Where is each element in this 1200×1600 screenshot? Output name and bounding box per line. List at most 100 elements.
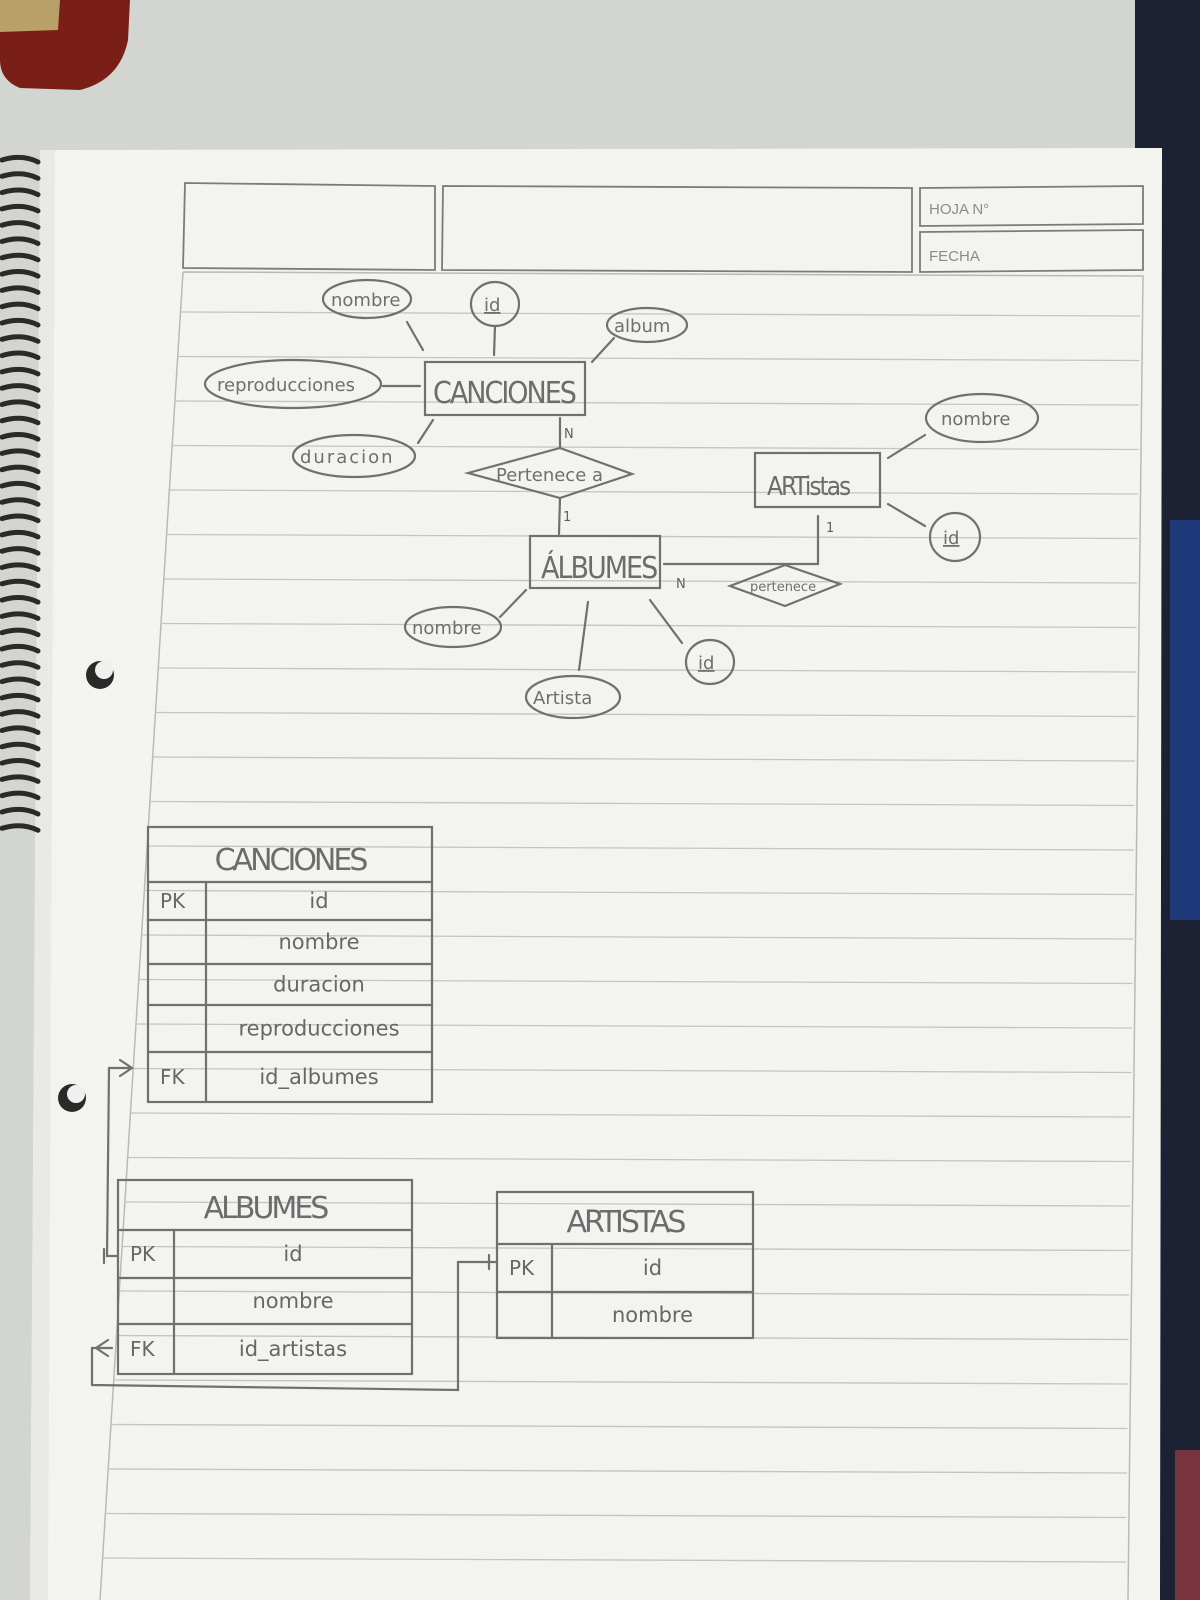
attribute-reproducciones: reproducciones bbox=[203, 358, 383, 410]
field-cell: id bbox=[309, 889, 328, 913]
svg-text:1: 1 bbox=[563, 510, 571, 525]
sheet-number-label: HOJA N° bbox=[929, 201, 989, 218]
attribute-artista-nombre: nombre bbox=[924, 392, 1040, 444]
svg-text:nombre: nombre bbox=[412, 618, 481, 639]
ruled-line bbox=[180, 311, 1141, 317]
ruled-line bbox=[133, 1067, 1132, 1074]
spiral-coil bbox=[0, 562, 41, 572]
table-row: nombre bbox=[252, 1289, 333, 1313]
spiral-coil bbox=[0, 448, 41, 458]
spiral-coil bbox=[0, 709, 41, 719]
spiral-binding bbox=[0, 154, 41, 833]
entity-artistas: ARTistas bbox=[753, 451, 882, 509]
spiral-coil bbox=[0, 220, 41, 230]
svg-text:reproducciones: reproducciones bbox=[217, 375, 355, 396]
spiral-coil bbox=[0, 350, 41, 361]
page-header: HOJA N° FECHA bbox=[182, 182, 1144, 273]
ruled-line bbox=[163, 578, 1138, 584]
attribute-album-id-pk: id bbox=[684, 638, 736, 686]
spiral-coil bbox=[0, 741, 41, 752]
ruled-line bbox=[152, 756, 1136, 762]
spiral-coil bbox=[0, 154, 41, 165]
ruled-line bbox=[110, 1423, 1128, 1430]
svg-text:Pertenece a: Pertenece a bbox=[496, 465, 603, 486]
svg-text:duracion: duracion bbox=[300, 447, 395, 468]
spiral-coil bbox=[0, 383, 41, 393]
field-cell: id bbox=[283, 1242, 302, 1266]
ruled-line bbox=[147, 845, 1135, 851]
svg-text:N: N bbox=[564, 427, 574, 442]
field-cell: id_artistas bbox=[239, 1337, 347, 1362]
key-cell: FK bbox=[130, 1337, 156, 1361]
field-cell: reproducciones bbox=[238, 1017, 399, 1041]
spiral-coil bbox=[0, 334, 41, 344]
spiral-coil bbox=[0, 595, 41, 605]
spiral-coil bbox=[0, 725, 41, 735]
spiral-coil bbox=[0, 480, 41, 491]
table-row: duracion bbox=[273, 973, 365, 997]
field-cell: id bbox=[643, 1256, 662, 1280]
svg-text:id: id bbox=[943, 528, 959, 549]
ruled-line bbox=[135, 1023, 1133, 1029]
ruled-line bbox=[127, 1156, 1131, 1163]
spiral-coil bbox=[0, 692, 41, 703]
spiral-coil bbox=[0, 269, 41, 279]
svg-text:id: id bbox=[698, 653, 714, 674]
attribute-album-nombre: nombre bbox=[403, 605, 503, 649]
spiral-coil bbox=[0, 611, 41, 621]
field-cell: id_albumes bbox=[259, 1065, 378, 1090]
ruled-line bbox=[124, 1201, 1131, 1207]
ruled-line bbox=[158, 667, 1137, 673]
entity-canciones: CANCIONES bbox=[423, 360, 587, 417]
entity-albumes: ÁLBUMES bbox=[528, 534, 662, 590]
date-label: FECHA bbox=[929, 248, 980, 265]
attribute-album: album bbox=[605, 306, 689, 344]
ruled-line bbox=[149, 800, 1135, 807]
ruled-line bbox=[130, 1112, 1132, 1118]
spiral-coil bbox=[0, 497, 41, 507]
table-row: FK id_artistas bbox=[130, 1337, 347, 1362]
ruled-line bbox=[144, 889, 1134, 896]
attribute-album-artista: Artista bbox=[524, 674, 622, 720]
spiral-coil bbox=[0, 529, 41, 540]
spiral-coil bbox=[0, 203, 41, 214]
spiral-coil bbox=[0, 643, 41, 654]
spiral-coil bbox=[0, 774, 41, 784]
spiral-coil bbox=[0, 806, 41, 817]
spiral-coil bbox=[0, 399, 41, 409]
spiral-coil bbox=[0, 546, 41, 556]
spiral-coil bbox=[0, 464, 41, 475]
field-cell: nombre bbox=[278, 930, 359, 954]
spiral-coil bbox=[0, 513, 41, 524]
svg-text:N: N bbox=[676, 577, 686, 592]
ruled-line bbox=[169, 489, 1139, 495]
spiral-coil bbox=[0, 187, 41, 198]
svg-text:1: 1 bbox=[826, 521, 834, 536]
relationship-pertenece-a: Pertenece a bbox=[463, 446, 636, 500]
attribute-duracion: duracion bbox=[291, 433, 417, 479]
entity-canciones-label: CANCIONES bbox=[433, 376, 576, 411]
attribute-artista-id-pk: id bbox=[928, 511, 982, 563]
field-cell: nombre bbox=[252, 1289, 333, 1313]
table-row: reproducciones bbox=[238, 1017, 399, 1041]
desk-object bbox=[0, 0, 130, 90]
table-title: ALBUMES bbox=[204, 1191, 329, 1226]
spiral-coil bbox=[0, 790, 41, 801]
ruled-line bbox=[105, 1512, 1127, 1519]
er-diagram: CANCIONES nombre id album reproducciones… bbox=[203, 278, 1040, 720]
spiral-coil bbox=[0, 252, 41, 263]
ruled-line bbox=[161, 622, 1137, 629]
spiral-coil bbox=[0, 285, 41, 295]
field-cell: nombre bbox=[612, 1303, 693, 1327]
spiral-coil bbox=[0, 236, 41, 246]
svg-text:nombre: nombre bbox=[331, 290, 400, 311]
spiral-coil bbox=[0, 415, 41, 426]
ruled-line bbox=[172, 444, 1139, 451]
